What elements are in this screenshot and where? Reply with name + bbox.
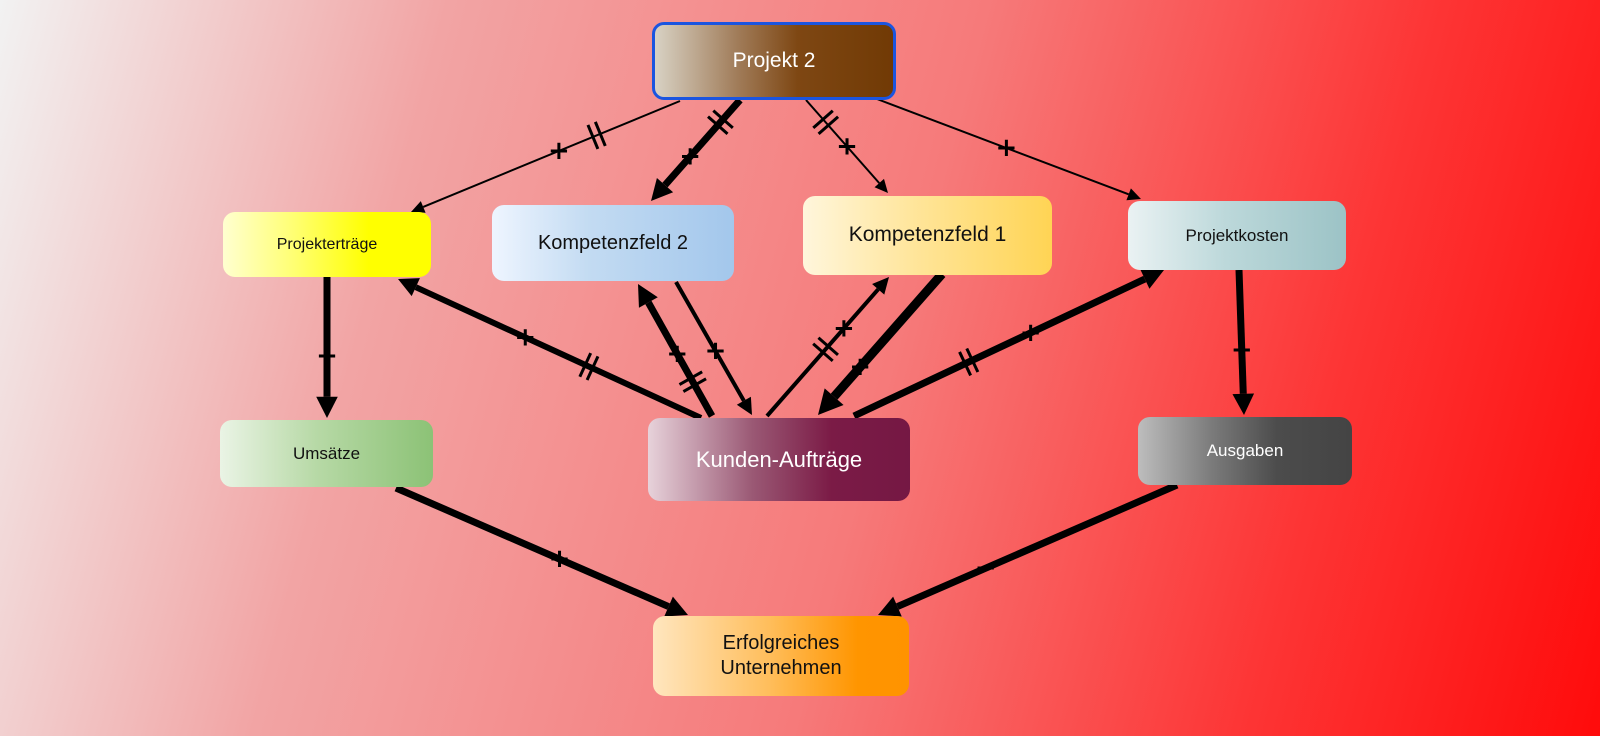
arrowhead [736,396,752,415]
edge-line [830,271,946,400]
polarity-sign: + [549,544,571,574]
node-ausgaben[interactable]: Ausgaben [1138,417,1352,485]
arrowhead [638,284,658,308]
delay-mark [812,109,834,130]
edge-line [645,300,716,418]
delay-mark [578,352,593,378]
edge-umsaetze-to-erfolgreiches_unternehmen: + [394,484,688,617]
node-kompetenzfeld-2[interactable]: Kompetenzfeld 2 [492,205,734,281]
node-kompetenzfeld-1[interactable]: Kompetenzfeld 1 [803,196,1052,275]
arrowhead [664,596,688,617]
polarity-sign: + [833,313,855,343]
arrowhead [411,201,426,213]
delay-mark [678,370,703,386]
edge-kunden_auftraege-to-kompetenzfeld2: + [638,284,716,418]
delay-mark [593,121,607,147]
delay-mark [817,115,840,136]
delay-mark [585,355,600,381]
arrowhead [872,277,889,295]
polarity-sign: + [849,352,871,382]
arrowhead [1232,393,1255,415]
delay-mark [965,347,980,373]
delay-mark [586,124,600,150]
delay-mark [817,336,839,356]
edge-kompetenzfeld1-to-kunden_auftraege: + [818,271,946,415]
edge-kunden_auftraege-to-kompetenzfeld1: + [765,277,889,418]
edge-projektertraege-to-umsaetze: + [316,277,338,418]
polarity-sign: + [679,142,701,172]
node-kunden-auftraege[interactable]: Kunden-Aufträge [648,418,910,501]
node-umsaetze[interactable]: Umsätze [220,420,433,487]
edge-line [805,99,881,184]
polarity-sign: + [514,322,536,352]
arrowhead [398,278,420,297]
edge-projekt2-to-kompetenzfeld2: + [651,97,743,201]
arrowhead [316,396,338,418]
polarity-sign: + [316,341,338,371]
arrowhead [874,178,888,193]
polarity-sign: + [995,133,1017,163]
arrowhead [878,596,902,617]
edge-projekt2-to-kompetenzfeld1: + [805,99,888,193]
delay-mark [812,342,834,362]
arrowhead [1126,188,1141,201]
edge-projekt2-to-projektertraege: + [411,100,681,213]
edge-kunden_auftraege-to-projektkosten: + [852,269,1164,420]
arrowhead [651,177,674,201]
polarity-sign: + [705,336,727,366]
edge-line [1235,269,1247,394]
edge-line [394,484,670,610]
arrowhead [1140,269,1164,289]
edge-projekt2-to-projektkosten: + [876,98,1141,201]
polarity-sign: + [548,136,570,166]
delay-mark [707,115,729,135]
edge-line [414,284,703,421]
edge-line [852,275,1147,420]
edge-ausgaben-to-erfolgreiches_unternehmen: − [878,481,1179,617]
polarity-sign: + [836,132,858,162]
edge-kunden_auftraege-to-projektertraege: + [398,278,703,421]
arrowhead [818,388,844,415]
polarity-sign: + [1020,318,1042,348]
edge-line [876,98,1130,196]
edge-line [896,481,1179,610]
node-projektertraege[interactable]: Projekterträge [223,212,431,277]
edge-kompetenzfeld2-to-kunden_auftraege: + [674,281,752,415]
delay-mark [712,109,734,129]
delay-mark [958,351,972,377]
edge-projektkosten-to-ausgaben: + [1231,269,1255,415]
node-projekt-2[interactable]: Projekt 2 [652,22,896,100]
edge-line [674,281,746,402]
polarity-sign: − [975,553,997,583]
polarity-sign: + [666,339,688,369]
node-projektkosten[interactable]: Projektkosten [1128,201,1346,270]
edge-line [422,100,681,208]
node-erfolgreiches-unternehmen[interactable]: Erfolgreiches Unternehmen [653,616,909,696]
edge-line [662,97,743,188]
delay-mark [682,377,707,393]
polarity-sign: + [1231,335,1253,365]
